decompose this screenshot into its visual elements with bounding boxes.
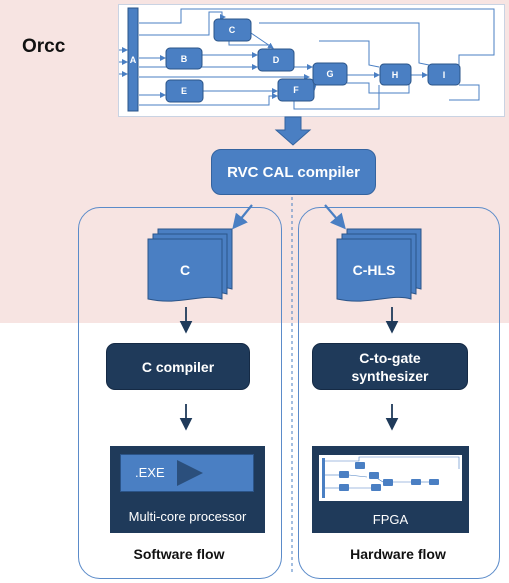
orcc-network-diagram: A B C D E F G H I <box>117 4 505 117</box>
hardware-flow-panel <box>298 207 500 579</box>
software-flow-panel <box>78 207 282 579</box>
multicore-processor-panel: .EXE Multi-core processor <box>110 446 265 533</box>
multicore-processor-label: Multi-core processor <box>128 509 247 524</box>
orcc-label: Orcc <box>22 36 66 57</box>
c-to-gate-synthesizer-box: C-to-gate synthesizer <box>312 343 468 390</box>
chls-document-label: C-HLS <box>352 262 396 278</box>
orcc-node-i: I <box>443 70 446 80</box>
c2g-line2: synthesizer <box>351 367 429 384</box>
orcc-node-c: C <box>229 25 236 35</box>
c-compiler-box: C compiler <box>106 343 250 390</box>
orcc-node-g: G <box>326 69 333 79</box>
orcc-node-a: A <box>130 55 137 65</box>
chls-document-stack <box>336 228 422 302</box>
compiler-to-chls-arrow <box>324 204 346 230</box>
orcc-node-h: H <box>392 70 399 80</box>
compiler-to-c-arrow <box>232 204 253 230</box>
rvc-cal-compiler-box: RVC CAL compiler <box>211 149 376 195</box>
c-document-stack <box>147 228 233 302</box>
c-document-label: C <box>179 262 191 278</box>
exe-box: .EXE <box>120 454 254 492</box>
fpga-label: FPGA <box>372 512 409 527</box>
orcc-node-b: B <box>181 54 188 64</box>
c2g-line1: C-to-gate <box>359 349 421 366</box>
hardware-flow-label: Hardware flow <box>350 546 446 562</box>
orcc-node-d: D <box>273 55 280 65</box>
software-flow-label: Software flow <box>133 546 225 562</box>
orcc-to-compiler-arrow <box>274 116 312 146</box>
orcc-node-e: E <box>181 86 187 96</box>
play-icon <box>177 460 203 486</box>
fpga-panel: FPGA <box>312 446 469 533</box>
fpga-network-thumbnail <box>319 455 462 501</box>
orcc-node-f: F <box>293 85 299 95</box>
exe-label: .EXE <box>135 465 165 480</box>
